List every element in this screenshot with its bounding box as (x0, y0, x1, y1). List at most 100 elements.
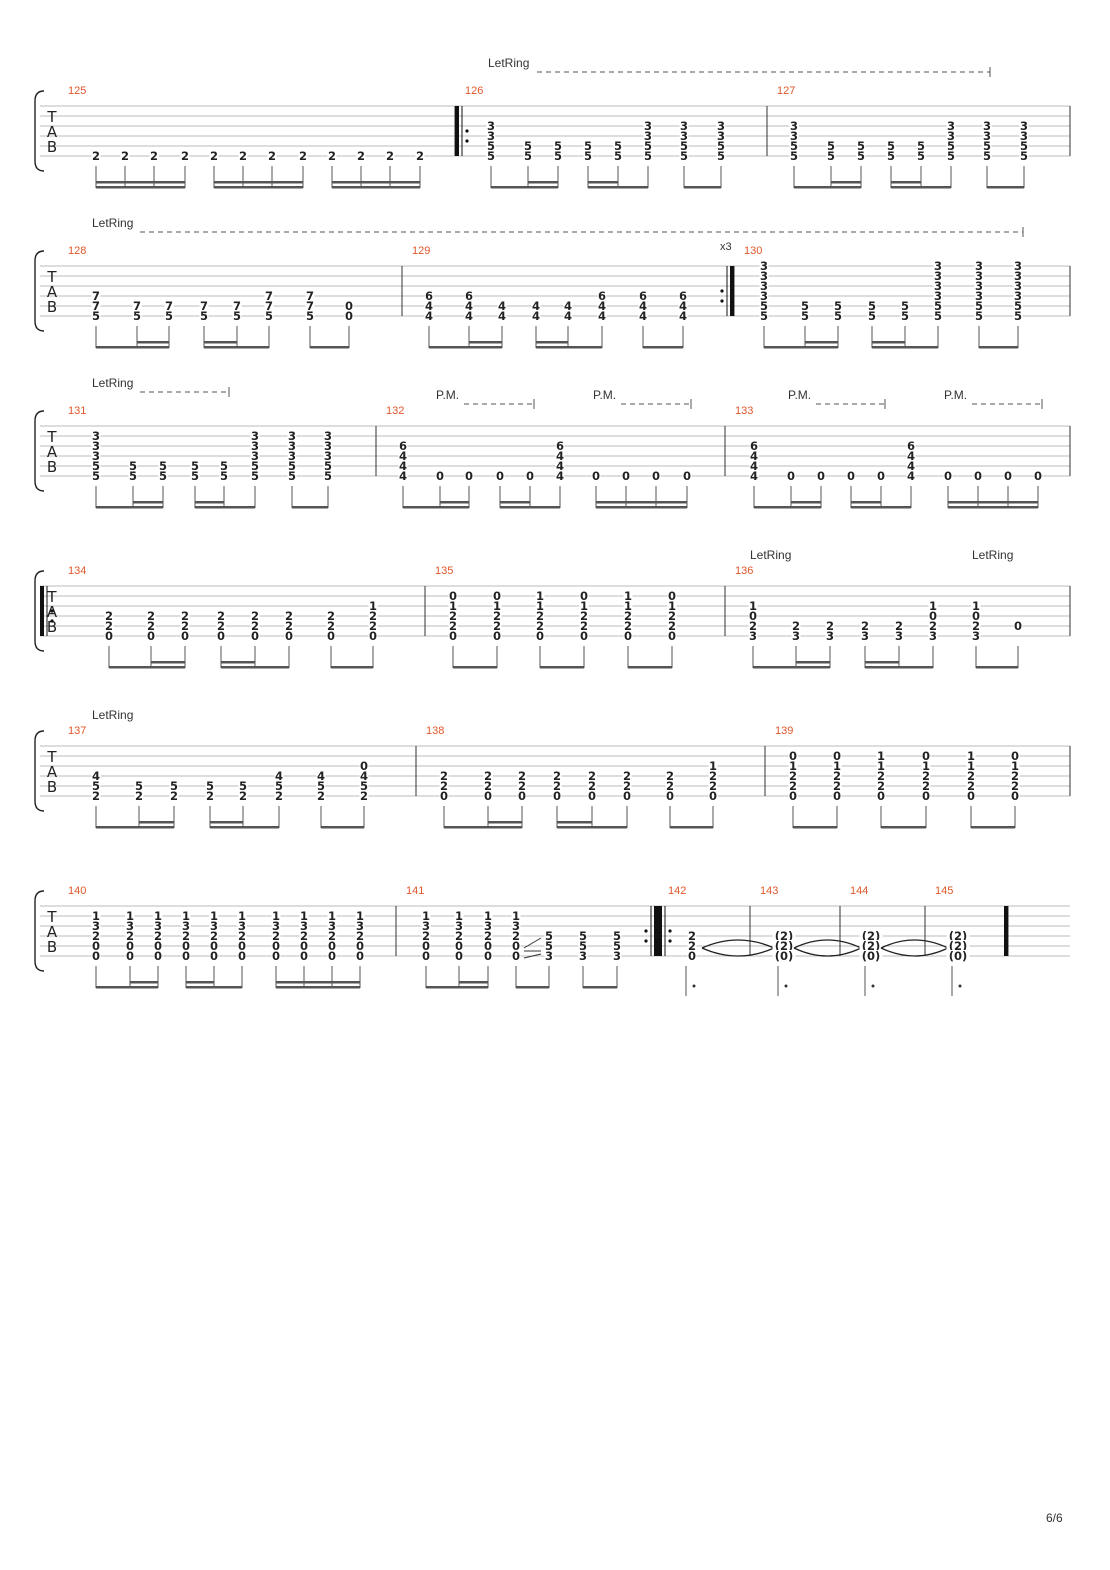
fret-number: 0 (789, 789, 797, 803)
beam (643, 346, 683, 349)
fret-bg (612, 930, 622, 941)
fret-number: 0 (972, 609, 980, 623)
fret-number: 2 (484, 929, 492, 943)
beam (221, 666, 289, 669)
fret-number: 2 (285, 609, 293, 623)
fret-number: 2 (518, 769, 526, 783)
beam (979, 346, 1018, 349)
fret-bg (237, 910, 247, 921)
fret-number: 3 (975, 279, 983, 293)
fret-bg (1033, 470, 1043, 481)
fret-bg (421, 950, 431, 961)
beam (891, 186, 951, 189)
fret-bg (1013, 620, 1023, 631)
fret-number: 3 (895, 629, 903, 643)
measure-number: 134 (68, 565, 86, 577)
fret-number: 2 (1011, 779, 1019, 793)
repeat-dot (465, 129, 469, 133)
measure-number: 143 (760, 885, 778, 897)
fret-bg (667, 620, 677, 631)
fret-number: 0 (749, 609, 757, 623)
fret-bg (91, 940, 101, 951)
fret-number: 3 (975, 259, 983, 273)
fret-bg (298, 150, 308, 161)
fret-number: 2 (624, 619, 632, 633)
fret-bg (1019, 120, 1029, 131)
fret-number: 1 (272, 909, 280, 923)
fret-bg (916, 150, 926, 161)
beam (971, 826, 1015, 829)
fret-number: 5 (233, 309, 241, 323)
fret-number: 0 (493, 629, 501, 643)
fret-bg (971, 610, 981, 621)
beam-secondary (195, 501, 224, 504)
fret-number: (2) (949, 929, 968, 943)
fret-bg (906, 450, 916, 461)
fret-bg (544, 950, 554, 961)
fret-number: 0 (588, 789, 596, 803)
fret-number: 5 (129, 459, 137, 473)
beam (793, 826, 837, 829)
beam-secondary (596, 501, 687, 504)
fret-bg (523, 150, 533, 161)
fret-number: 2 (789, 769, 797, 783)
fret-bg (974, 290, 984, 301)
fret-number: 2 (536, 619, 544, 633)
beam (109, 666, 185, 669)
fret-number: 5 (613, 939, 621, 953)
fret-bg (623, 620, 633, 631)
fret-bg (906, 460, 916, 471)
fret-number: 6 (679, 289, 687, 303)
fret-bg (623, 630, 633, 641)
beam (331, 666, 373, 669)
fret-bg (305, 290, 315, 301)
fret-number: 5 (579, 939, 587, 953)
fret-bg (643, 150, 653, 161)
fret-number: 5 (857, 139, 865, 153)
fret-bg (832, 780, 842, 791)
beam (987, 186, 1024, 189)
fret-bg (91, 910, 101, 921)
fret-bg (613, 150, 623, 161)
fret-bg (876, 470, 886, 481)
fret-number: 0 (580, 629, 588, 643)
fret-number: 3 (182, 919, 190, 933)
beam-secondary (536, 341, 568, 344)
beam (976, 666, 1018, 669)
fret-number: 5 (288, 459, 296, 473)
fret-bg (125, 920, 135, 931)
fret-bg (323, 440, 333, 451)
fret-number: 5 (324, 459, 332, 473)
fret-bg (316, 770, 326, 781)
repeat-dot (644, 939, 648, 943)
fret-bg (665, 790, 675, 801)
beam (588, 186, 648, 189)
fret-bg (91, 930, 101, 941)
fret-bg (250, 450, 260, 461)
fret-bg (971, 620, 981, 631)
fret-number: (2) (775, 939, 794, 953)
fret-bg (921, 760, 931, 771)
fret-number: 0 (327, 629, 335, 643)
fret-number: 5 (554, 149, 562, 163)
fret-bg (104, 610, 114, 621)
fret-bg (359, 790, 369, 801)
fret-bg (91, 920, 101, 931)
fret-number: 5 (288, 469, 296, 483)
fret-number: 4 (598, 299, 606, 313)
fret-number: 0 (877, 469, 885, 483)
fret-number: 0 (580, 589, 588, 603)
fret-number: 4 (425, 299, 433, 313)
fret-number: 0 (285, 629, 293, 643)
fret-number: 1 (877, 759, 885, 773)
fret-number: 0 (512, 939, 520, 953)
fret-number: 0 (238, 939, 246, 953)
fret-number: 4 (556, 459, 564, 473)
fret-bg (928, 600, 938, 611)
beam (96, 346, 169, 349)
fret-number: 2 (789, 779, 797, 793)
beam-secondary (204, 341, 237, 344)
fret-number: 1 (356, 909, 364, 923)
fret-number: 3 (983, 119, 991, 133)
fret-number: 2 (285, 619, 293, 633)
